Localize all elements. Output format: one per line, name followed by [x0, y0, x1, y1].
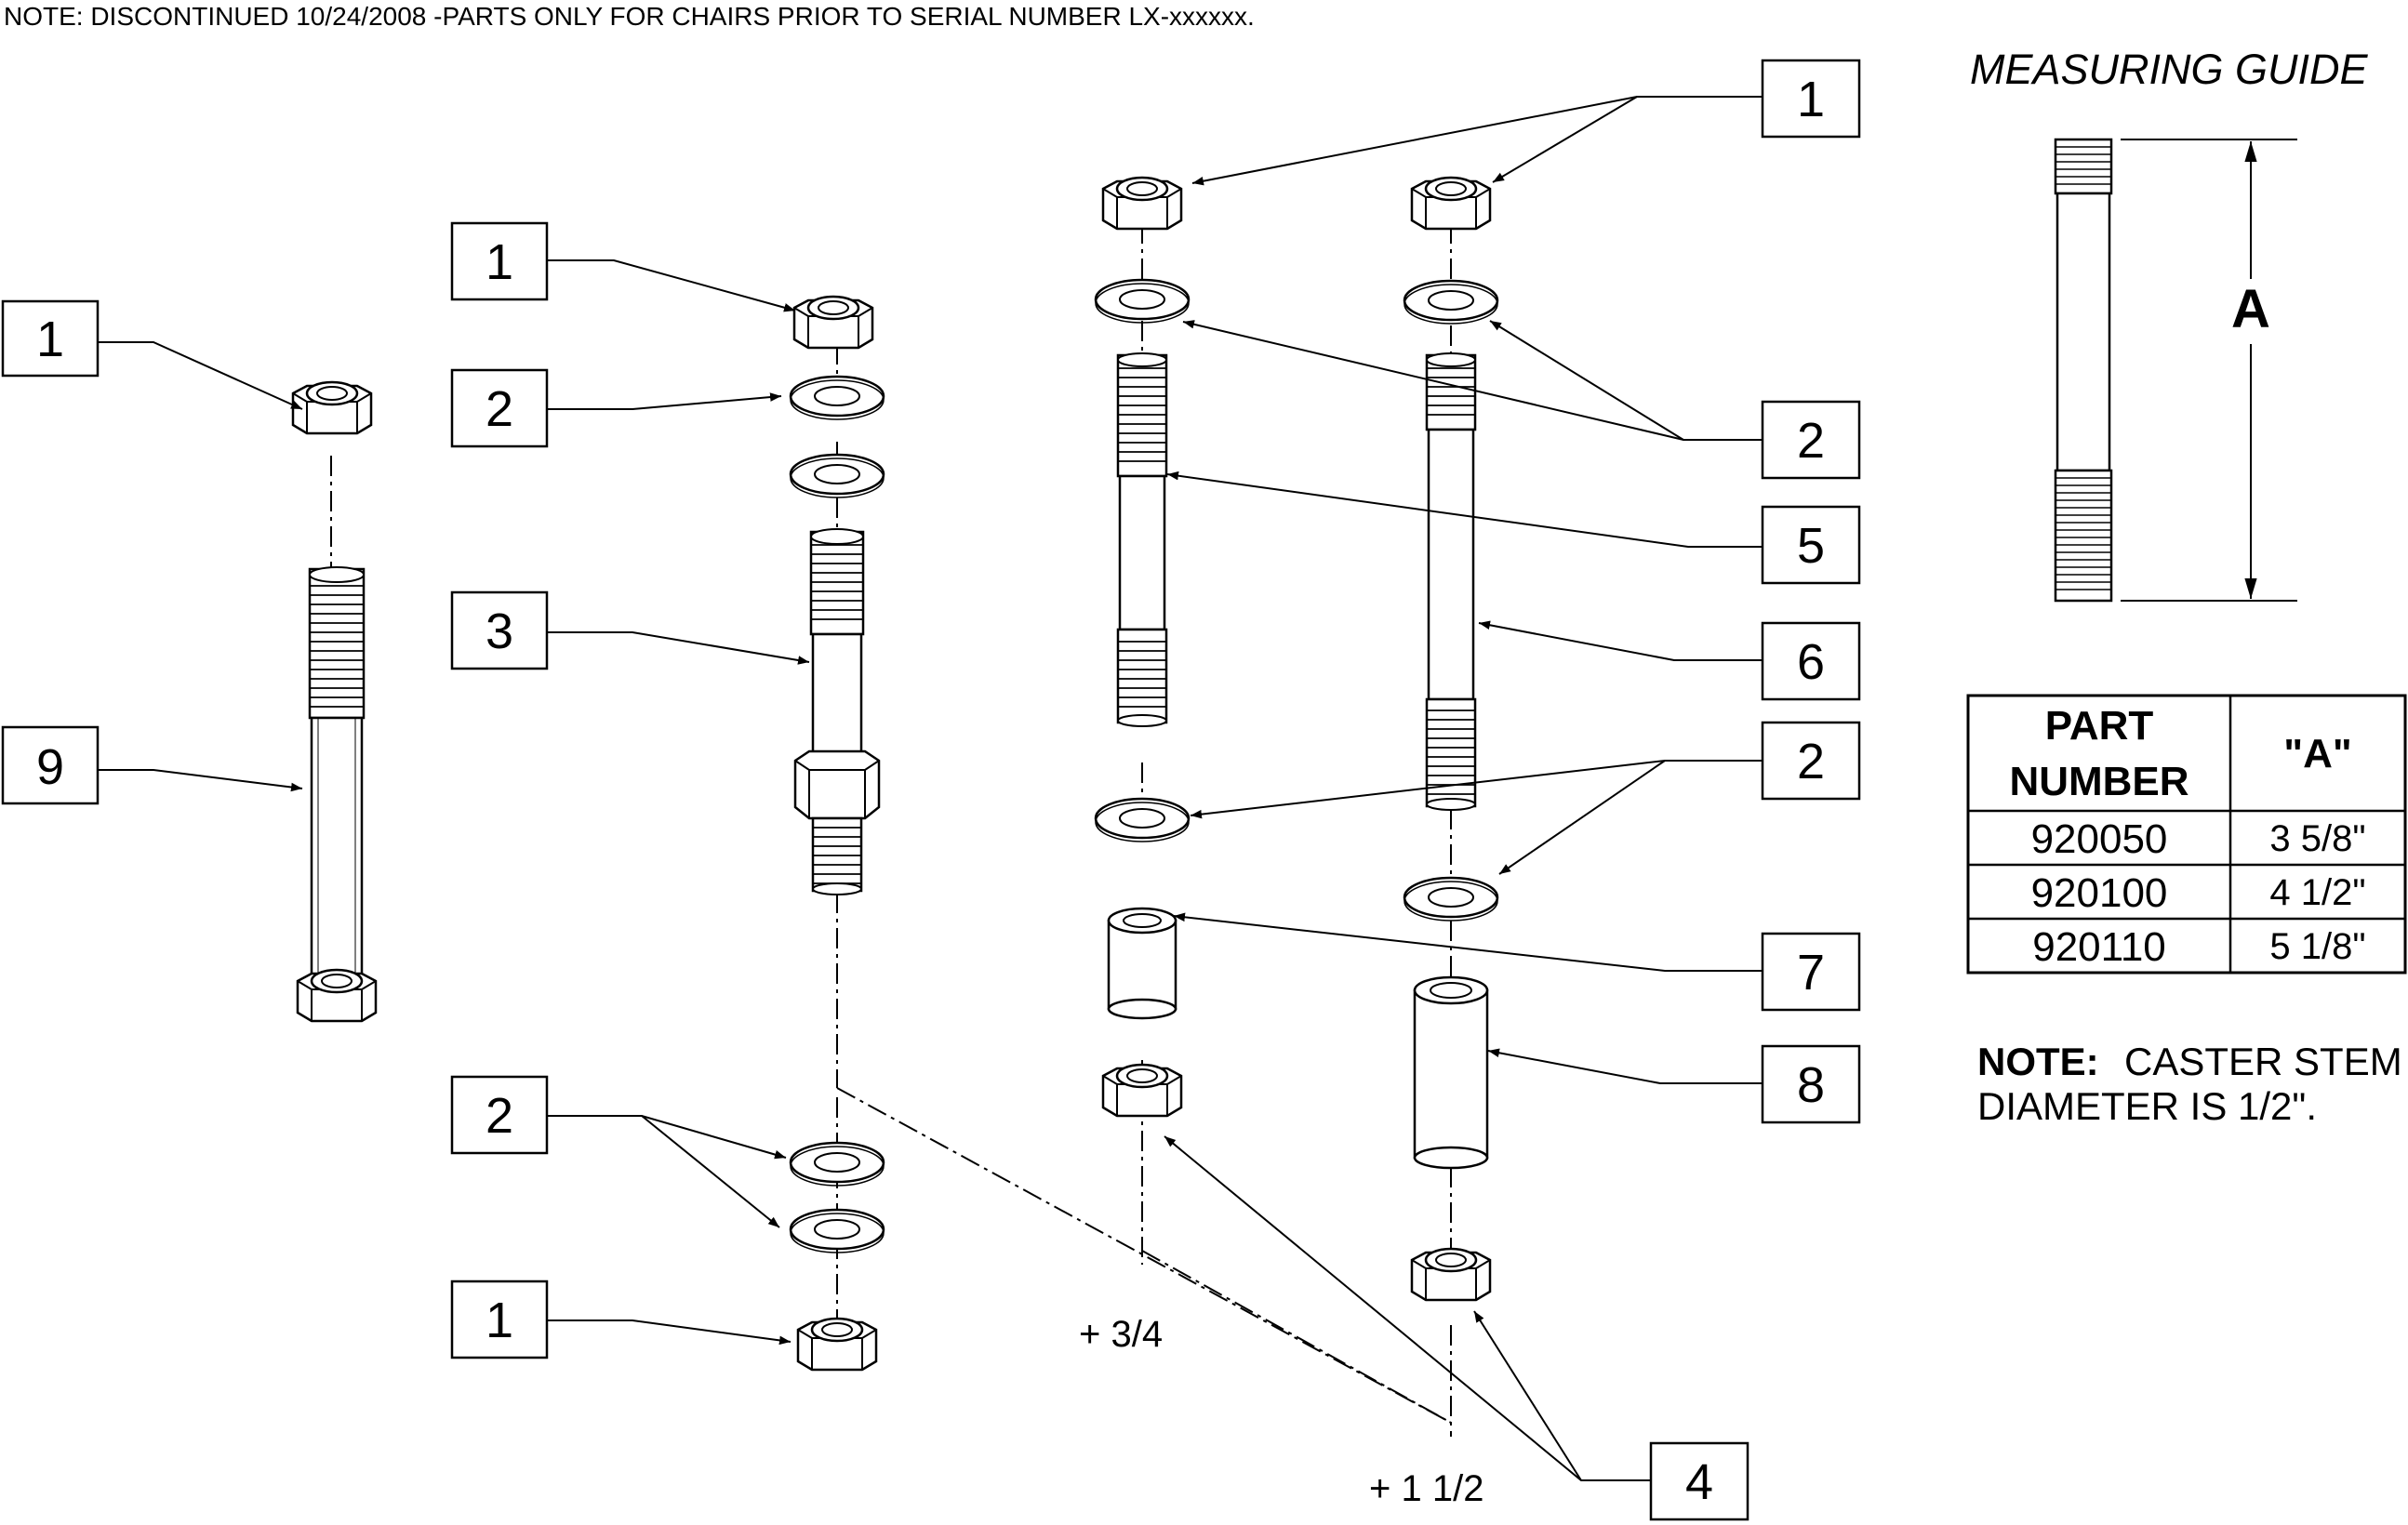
stem-9 [296, 566, 378, 1023]
callout-label: 5 [1797, 518, 1825, 574]
callout-label: 2 [486, 381, 513, 437]
nut-1-col3-top [1101, 176, 1183, 231]
callout-label: 6 [1797, 634, 1825, 690]
table-cell-a: 5 1/8" [2269, 926, 2365, 967]
callout-label: 1 [1797, 72, 1825, 127]
callout-label: 4 [1685, 1454, 1713, 1510]
table-header-a: "A" [2283, 731, 2352, 776]
nut-1-left [291, 380, 373, 435]
nut-1-col2-top [792, 295, 874, 350]
callout-label: 1 [486, 234, 513, 290]
table-cell-a: 3 5/8" [2269, 818, 2365, 859]
stem-5 [1116, 352, 1168, 727]
spacer-8 [1413, 975, 1489, 1170]
table-cell-part-number: 920110 [2032, 924, 2166, 970]
washer-2-a [789, 375, 885, 421]
nut-4-col3 [1101, 1063, 1183, 1118]
nut-4-col4 [1410, 1247, 1492, 1302]
callout-boxes [1, 59, 1861, 1521]
leader-lines [98, 96, 1763, 1481]
washer-2-b [789, 453, 885, 499]
spacer-7 [1107, 907, 1177, 1020]
table-header-number: NUMBER [2009, 759, 2188, 804]
dimension-label-plus-1-1-2: + 1 1/2 [1369, 1468, 1483, 1509]
washer-2-f [1094, 797, 1191, 843]
side-note-label: NOTE: [1977, 1040, 2099, 1083]
measuring-guide-title: MEASURING GUIDE [1970, 46, 2369, 93]
callout-label: 9 [36, 739, 64, 795]
washer-2-e [1094, 278, 1191, 325]
table-header-part: PART [2045, 703, 2154, 749]
callout-label: 1 [486, 1293, 513, 1348]
table-cell-a: 4 1/2" [2269, 872, 2365, 913]
callout-label: 2 [1797, 413, 1825, 469]
parts-table [1966, 694, 2407, 975]
washer-2-g [1403, 279, 1499, 325]
callout-label: 1 [36, 312, 64, 367]
dimension-a [2121, 139, 2297, 602]
stem-6 [1425, 352, 1477, 811]
dimension-label-plus-3-4: + 3/4 [1079, 1314, 1163, 1355]
callout-label: 2 [1797, 734, 1825, 789]
dimension-letter-a: A [2231, 279, 2270, 339]
callout-label: 3 [486, 603, 513, 659]
callout-label: 8 [1797, 1057, 1825, 1113]
nut-1-col4-top [1410, 176, 1492, 231]
side-note-line1: CASTER STEM [2124, 1040, 2402, 1083]
callout-label: 7 [1797, 945, 1825, 1001]
side-note-line2: DIAMETER IS 1/2". [1977, 1084, 2317, 1128]
center-lines [330, 223, 1452, 1437]
table-cell-part-number: 920100 [2031, 870, 2168, 916]
callout-label: 2 [486, 1088, 513, 1144]
table-cell-part-number: 920050 [2031, 816, 2168, 862]
nut-1-col2-bottom [796, 1317, 878, 1372]
washer-2-c [789, 1141, 885, 1187]
washer-2-h [1403, 876, 1499, 922]
washer-2-d [789, 1208, 885, 1254]
stem-3 [793, 528, 881, 895]
measuring-guide-stem [2054, 138, 2113, 603]
header-note: NOTE: DISCONTINUED 10/24/2008 -PARTS ONL… [4, 2, 1255, 31]
